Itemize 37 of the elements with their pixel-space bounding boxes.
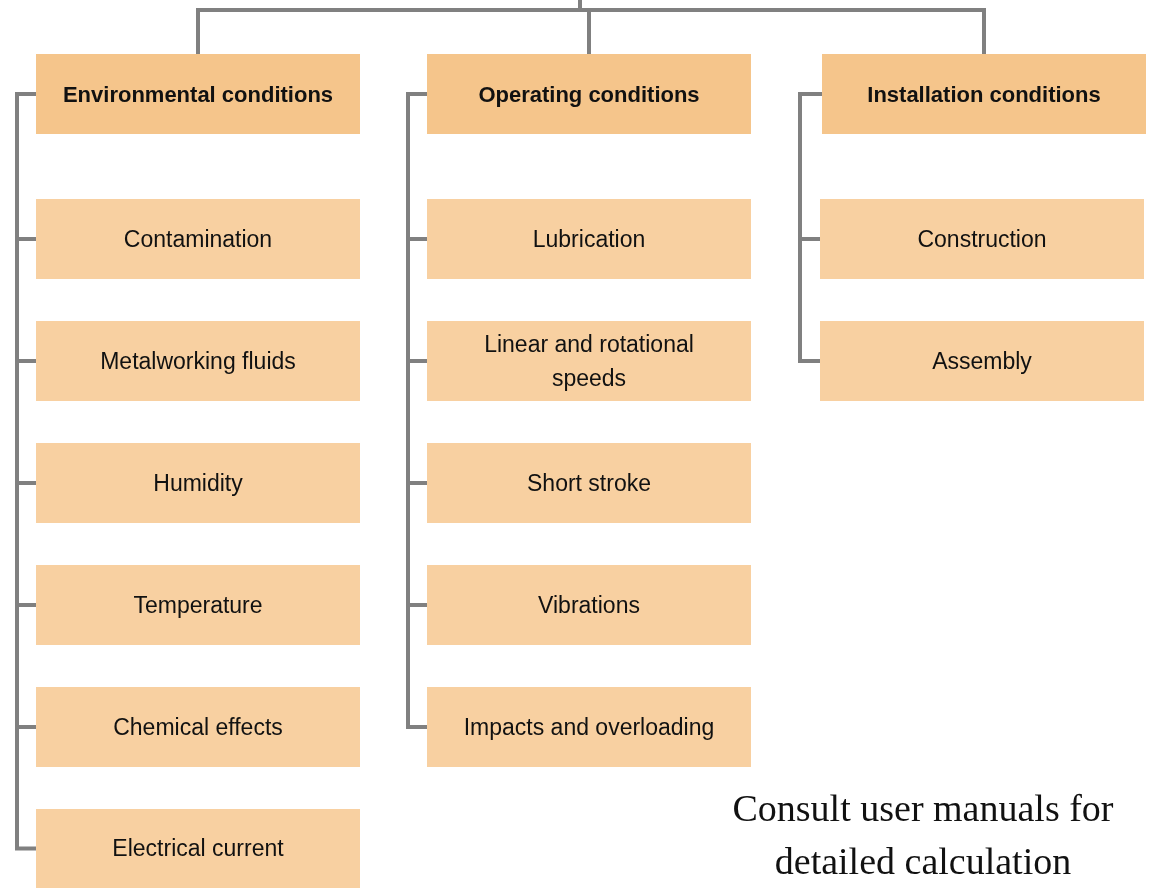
box-label: Vibrations [538,590,640,620]
box-label: Metalworking fluids [100,346,296,376]
factor-box [36,687,360,767]
factor-box [820,199,1144,279]
connector-line [798,92,822,363]
box-label: Contamination [123,224,273,254]
box-label: Electrical current [112,834,284,864]
connector-line [15,92,36,851]
note-text: Consult user manuals for detailed calculation [731,786,1115,885]
factor-box [427,321,751,401]
factor-box [36,443,360,523]
factor-box [427,199,751,279]
box-label: Construction [917,224,1047,254]
box-label: Chemical effects [113,712,283,742]
box-label: Lubrication [532,224,646,254]
box-label: Assembly [932,346,1032,376]
box-label: Linear and rotational speeds [483,329,695,393]
connector-line [406,92,427,729]
factor-box [36,199,360,279]
factor-box [820,321,1144,401]
box-label: Installation conditions [867,80,1101,109]
category-header-box [36,54,360,134]
box-label: Operating conditions [478,80,700,109]
box-label: Short stroke [527,468,651,498]
factor-box [427,565,751,645]
box-label: Temperature [133,590,263,620]
category-header-box [822,54,1146,134]
category-header-box [427,54,751,134]
factor-box [427,443,751,523]
factor-box [36,809,360,888]
box-label: Humidity [153,468,243,498]
factor-box [427,687,751,767]
connector-line [578,0,986,54]
box-label: Impacts and overloading [463,712,715,742]
factor-box [36,565,360,645]
factor-box [36,321,360,401]
box-label: Environmental conditions [62,80,334,109]
